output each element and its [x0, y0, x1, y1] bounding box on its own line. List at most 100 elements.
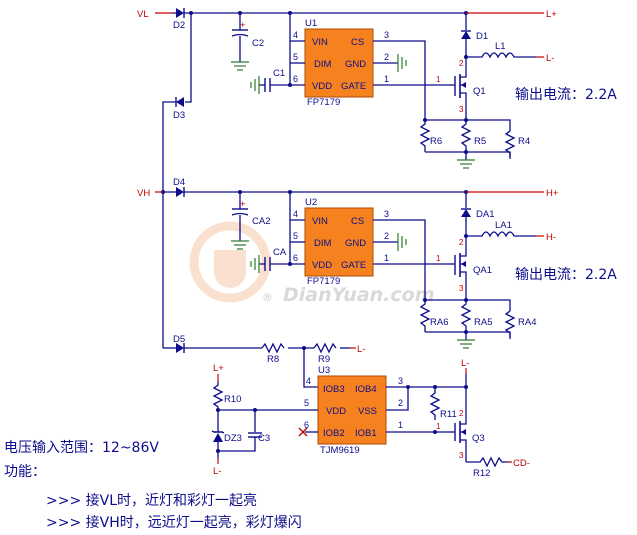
u2-num-6: 6 [293, 253, 298, 263]
u3-pin-vss: VSS [358, 406, 377, 417]
u2-pin-gate: GATE [341, 260, 366, 271]
u2-num-3: 3 [384, 209, 389, 219]
q3-pin-s: 3 [459, 451, 464, 460]
u1-pin-vin: VIN [312, 37, 328, 48]
label-c2: C2 [252, 38, 264, 49]
ground-ca [250, 255, 260, 273]
mosfet-q1 [449, 65, 467, 118]
u2-ref: U2 [305, 197, 317, 208]
u1-pin-vdd: VDD [312, 81, 332, 92]
note-voltage-range: 电压输入范围：12~86V [4, 439, 159, 456]
net-l-minus-q3: L- [461, 358, 469, 369]
ground-c2 [231, 61, 249, 71]
u1-num-3: 3 [384, 30, 389, 40]
u2-part: FP7179 [307, 276, 340, 287]
u1-num-2: 2 [384, 52, 389, 62]
no-connect-mark [298, 427, 308, 437]
q3-pin-g: 1 [436, 422, 441, 431]
label-la1: LA1 [495, 220, 512, 231]
u3-num-6: 6 [304, 420, 309, 430]
u2-pin-vdd: VDD [312, 260, 332, 271]
plus-c2: + [240, 20, 246, 31]
resistor-r6 [419, 120, 431, 152]
resistor-r11 [429, 387, 441, 420]
label-ra4: RA4 [518, 317, 536, 328]
u2-num-4: 4 [293, 209, 298, 219]
label-qa1: QA1 [473, 265, 492, 276]
resistor-ra5 [460, 300, 472, 332]
diode-d1 [461, 30, 471, 39]
label-dz3: DZ3 [224, 433, 242, 444]
label-ca2: CA2 [252, 216, 270, 227]
inductor-l1 [466, 52, 536, 59]
u3-pin-vdd: VDD [326, 406, 346, 417]
label-ra6: RA6 [430, 317, 448, 328]
u3-pin-iob1: IOB1 [355, 428, 377, 439]
u3-num-4: 4 [306, 376, 311, 386]
ground-c1 [250, 76, 260, 94]
label-c3: C3 [258, 433, 270, 444]
label-d2: D2 [173, 20, 185, 31]
note-output-current-2: 输出电流：2.2A [515, 267, 617, 283]
label-d3: D3 [173, 110, 185, 121]
resistor-r12 [466, 456, 508, 468]
u2-num-2: 2 [384, 231, 389, 241]
qa1-pin-s: 3 [459, 284, 464, 293]
q1-pin-g: 1 [436, 75, 441, 84]
resistor-r10 [212, 382, 224, 410]
note-function-vh: >>> 接VH时，远近灯一起亮，彩灯爆闪 [46, 514, 302, 531]
diode-da1 [461, 208, 471, 217]
net-l-plus-r10: L+ [213, 363, 224, 374]
label-r11: R11 [440, 409, 457, 420]
ground-ra5 [457, 339, 475, 349]
u1-pin-cs: CS [351, 37, 364, 48]
diode-d3 [175, 97, 184, 107]
label-ca: CA [273, 247, 287, 258]
label-r12: R12 [473, 468, 490, 479]
diode-d4 [176, 187, 185, 197]
left-rail [162, 101, 176, 348]
u1-num-4: 4 [293, 30, 298, 40]
u2-pin-gnd: GND [345, 238, 366, 249]
u1-part: FP7179 [307, 97, 340, 108]
u2-pin-dim: DIM [314, 238, 332, 249]
u1-pin-dim: DIM [314, 59, 332, 70]
resistor-r8 [261, 342, 285, 354]
label-r9: R9 [318, 354, 330, 365]
net-cd-minus: CD- [513, 458, 530, 469]
label-da1: DA1 [476, 209, 494, 220]
plus-ca2: + [240, 199, 246, 210]
label-d4: D4 [173, 177, 185, 188]
net-vh: VH [137, 188, 150, 199]
u2-pin-vin: VIN [312, 216, 328, 227]
qa1-pin-g: 1 [436, 254, 441, 263]
u1-pin-gate: GATE [341, 81, 366, 92]
u2-num-1: 1 [384, 253, 389, 263]
label-r6: R6 [430, 136, 442, 147]
u1-num-5: 5 [293, 52, 298, 62]
qa1-pin-d: 2 [459, 238, 464, 247]
u1-num-6: 6 [293, 74, 298, 84]
u3-pin-iob4: IOB4 [355, 384, 377, 395]
watermark-text: DianYuan.com [283, 284, 435, 306]
label-q1: Q1 [473, 86, 486, 97]
net-h-minus: H- [546, 232, 556, 243]
resistor-ra6 [419, 300, 431, 332]
watermark: ® DianYuan.com [189, 221, 435, 306]
diode-d2 [176, 8, 185, 18]
chip-u3 [317, 375, 387, 445]
u2-pin-cs: CS [351, 216, 364, 227]
q3-pin-d: 2 [459, 409, 464, 418]
label-ra5: RA5 [474, 317, 492, 328]
inductor-la1 [466, 231, 536, 238]
label-d1: D1 [476, 31, 488, 42]
label-q3: Q3 [472, 433, 485, 444]
u3-pin-iob2: IOB2 [323, 428, 345, 439]
u3-num-1: 1 [398, 420, 403, 430]
chip-u2 [304, 207, 374, 277]
u3-num-3: 3 [398, 376, 403, 386]
net-l-minus-dz3: L- [213, 466, 221, 477]
ground-ca2 [231, 240, 249, 250]
label-r8: R8 [267, 354, 279, 365]
